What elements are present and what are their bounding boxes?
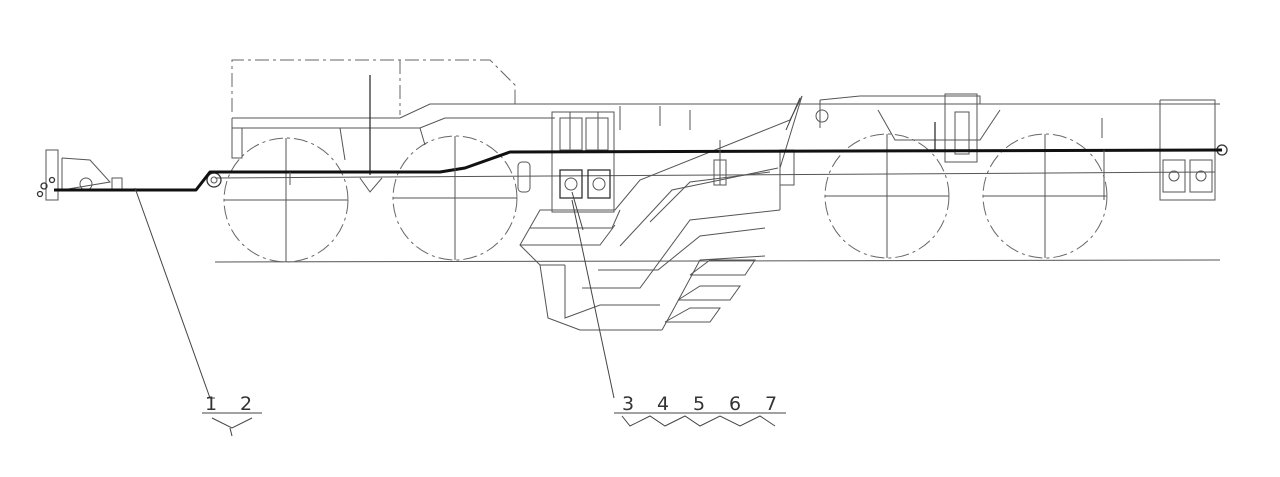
- callout-4: 4: [657, 393, 669, 415]
- wheels: [223, 133, 1108, 263]
- callout-6: 6: [729, 393, 741, 415]
- callout-1: 1: [205, 393, 217, 415]
- callout-labels: 1 2 3 4 5 6 7: [205, 393, 777, 415]
- leader-lines: [134, 97, 801, 437]
- callout-2: 2: [240, 393, 252, 415]
- callout-3: 3: [622, 393, 634, 415]
- rear-deck-structure: [819, 93, 1228, 201]
- front-hitch: [36, 149, 222, 201]
- main-brake-pipe: [54, 148, 1223, 192]
- ground-line: [214, 259, 1221, 263]
- pipe-fittings: [289, 106, 1105, 200]
- callout-5: 5: [693, 393, 705, 415]
- callout-7: 7: [765, 393, 777, 415]
- exploded-view-outline: [519, 95, 803, 331]
- gooseneck-structure: [214, 59, 1220, 193]
- valve-block: [551, 111, 615, 213]
